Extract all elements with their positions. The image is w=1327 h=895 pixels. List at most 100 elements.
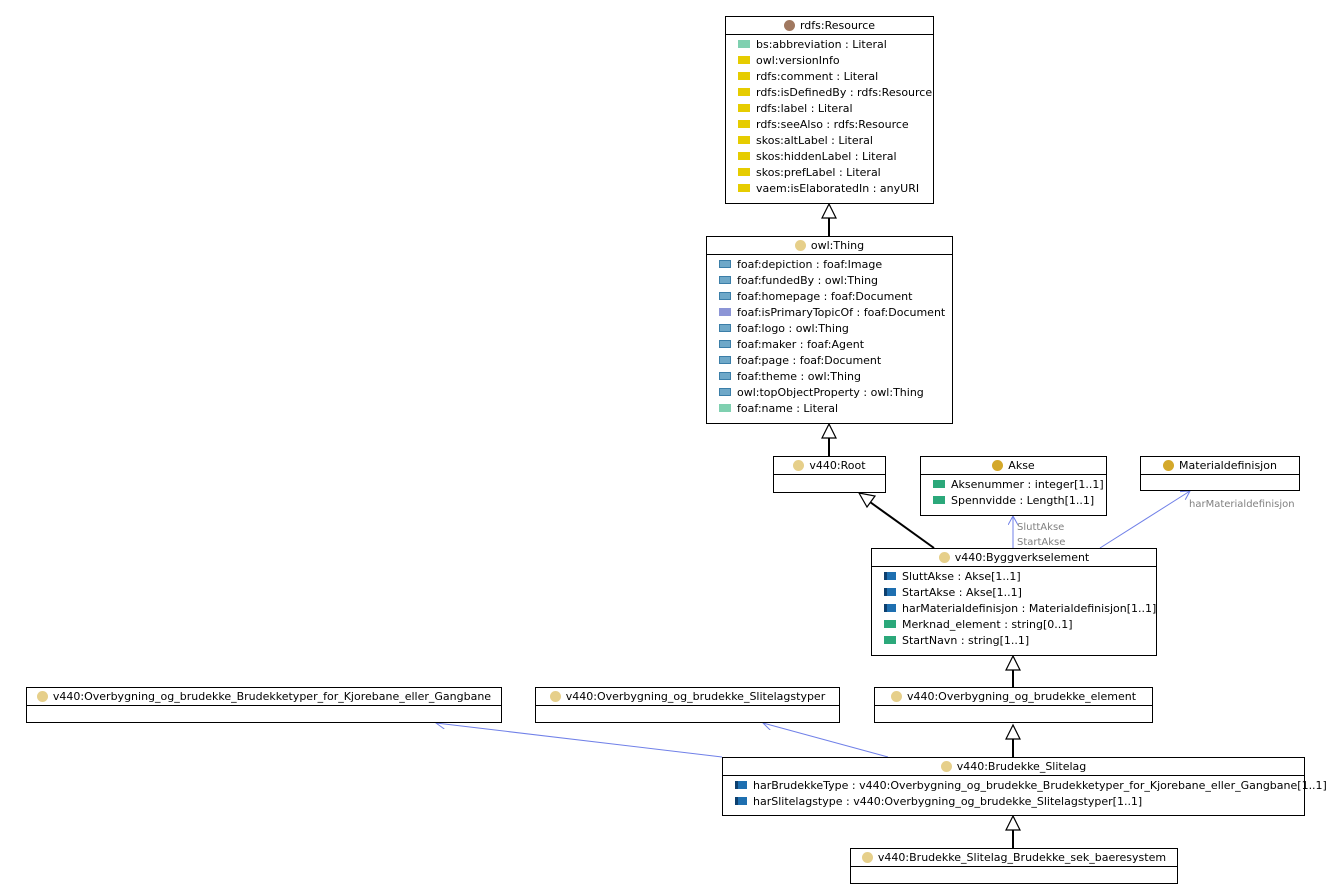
attribute-label: Aksenummer : integer[1..1] bbox=[951, 478, 1104, 491]
class-name: Akse bbox=[1008, 459, 1035, 472]
class-header: v440:Overbygning_og_brudekke_Slitelagsty… bbox=[536, 688, 839, 706]
class-sek-baeresystem[interactable]: v440:Brudekke_Slitelag_Brudekke_sek_baer… bbox=[850, 848, 1178, 884]
attribute-label: harBrudekkeType : v440:Overbygning_og_br… bbox=[753, 779, 1327, 792]
class-header: rdfs:Resource bbox=[726, 17, 933, 35]
attribute-label: bs:abbreviation : Literal bbox=[756, 38, 887, 51]
class-materialdefinisjon[interactable]: Materialdefinisjon bbox=[1140, 456, 1300, 491]
attribute-row[interactable]: foaf:name : Literal bbox=[707, 401, 952, 417]
attribute-row[interactable]: rdfs:label : Literal bbox=[726, 101, 933, 117]
attribute-type-icon bbox=[884, 588, 896, 596]
attribute-list bbox=[851, 867, 1177, 873]
attribute-row[interactable]: rdfs:comment : Literal bbox=[726, 69, 933, 85]
class-header: v440:Root bbox=[774, 457, 885, 475]
attribute-label: owl:topObjectProperty : owl:Thing bbox=[737, 386, 924, 399]
attribute-label: StartAkse : Akse[1..1] bbox=[902, 586, 1022, 599]
attribute-row[interactable]: owl:versionInfo bbox=[726, 53, 933, 69]
attribute-label: StartNavn : string[1..1] bbox=[902, 634, 1030, 647]
attribute-label: foaf:maker : foaf:Agent bbox=[737, 338, 865, 351]
attribute-row[interactable]: Aksenummer : integer[1..1] bbox=[921, 477, 1106, 493]
class-icon bbox=[794, 240, 806, 251]
attribute-list bbox=[875, 706, 1152, 712]
attribute-row[interactable]: foaf:isPrimaryTopicOf : foaf:Document bbox=[707, 305, 952, 321]
attribute-row[interactable]: foaf:page : foaf:Document bbox=[707, 353, 952, 369]
attribute-list bbox=[27, 706, 501, 712]
attribute-type-icon bbox=[884, 620, 896, 628]
class-slitelagstyper[interactable]: v440:Overbygning_og_brudekke_Slitelagsty… bbox=[535, 687, 840, 723]
class-icon bbox=[1163, 460, 1175, 471]
attribute-label: foaf:logo : owl:Thing bbox=[737, 322, 849, 335]
edge-label-start-akse: StartAkse bbox=[1017, 537, 1065, 548]
attribute-row[interactable]: rdfs:isDefinedBy : rdfs:Resource bbox=[726, 85, 933, 101]
attribute-row[interactable]: skos:prefLabel : Literal bbox=[726, 165, 933, 181]
class-icon bbox=[938, 552, 950, 563]
attribute-type-icon bbox=[719, 276, 731, 284]
edge-label-har-materialdefinisjon: harMaterialdefinisjon bbox=[1189, 499, 1295, 510]
attribute-row[interactable]: foaf:fundedBy : owl:Thing bbox=[707, 273, 952, 289]
generalization-root-to-owl-thing bbox=[821, 422, 837, 456]
attribute-type-icon bbox=[738, 72, 750, 80]
attribute-row[interactable]: harSlitelagstype : v440:Overbygning_og_b… bbox=[723, 794, 1304, 810]
attribute-row[interactable]: skos:hiddenLabel : Literal bbox=[726, 149, 933, 165]
class-rdfs-resource[interactable]: rdfs:Resource bs:abbreviation : Literal ow… bbox=[725, 16, 934, 204]
class-name: owl:Thing bbox=[810, 239, 865, 252]
attribute-type-icon bbox=[719, 372, 731, 380]
attribute-row[interactable]: StartAkse : Akse[1..1] bbox=[872, 585, 1156, 601]
class-header: owl:Thing bbox=[707, 237, 952, 255]
class-header: v440:Byggverkselement bbox=[872, 549, 1156, 567]
class-header: Materialdefinisjon bbox=[1141, 457, 1299, 475]
class-icon bbox=[549, 691, 561, 702]
attribute-row[interactable]: Merknad_element : string[0..1] bbox=[872, 617, 1156, 633]
attribute-label: skos:hiddenLabel : Literal bbox=[756, 150, 897, 163]
attribute-type-icon bbox=[719, 404, 731, 412]
class-name: v440:Overbygning_og_brudekke_Slitelagsty… bbox=[565, 690, 826, 703]
attribute-row[interactable]: SluttAkse : Akse[1..1] bbox=[872, 569, 1156, 585]
attribute-type-icon bbox=[884, 604, 896, 612]
attribute-row[interactable]: vaem:isElaboratedIn : anyURI bbox=[726, 181, 933, 197]
class-name: v440:Overbygning_og_brudekke_element bbox=[906, 690, 1137, 703]
attribute-row[interactable]: skos:altLabel : Literal bbox=[726, 133, 933, 149]
attribute-type-icon bbox=[719, 356, 731, 364]
attribute-row[interactable]: foaf:maker : foaf:Agent bbox=[707, 337, 952, 353]
attribute-type-icon bbox=[738, 88, 750, 96]
attribute-label: foaf:name : Literal bbox=[737, 402, 839, 415]
attribute-row[interactable]: Spennvidde : Length[1..1] bbox=[921, 493, 1106, 509]
attribute-type-icon bbox=[738, 168, 750, 176]
attribute-row[interactable]: bs:abbreviation : Literal bbox=[726, 37, 933, 53]
class-icon bbox=[36, 691, 48, 702]
attribute-row[interactable]: StartNavn : string[1..1] bbox=[872, 633, 1156, 649]
attribute-row[interactable]: foaf:theme : owl:Thing bbox=[707, 369, 952, 385]
class-icon bbox=[940, 761, 952, 772]
attribute-type-icon bbox=[738, 136, 750, 144]
class-name: v440:Overbygning_og_brudekke_Brudekketyp… bbox=[52, 690, 492, 703]
attribute-row[interactable]: owl:topObjectProperty : owl:Thing bbox=[707, 385, 952, 401]
attribute-label: SluttAkse : Akse[1..1] bbox=[902, 570, 1021, 583]
attribute-label: harMaterialdefinisjon : Materialdefinisj… bbox=[902, 602, 1157, 615]
class-brudekketyper[interactable]: v440:Overbygning_og_brudekke_Brudekketyp… bbox=[26, 687, 502, 723]
attribute-row[interactable]: foaf:depiction : foaf:Image bbox=[707, 257, 952, 273]
class-name: v440:Byggverkselement bbox=[954, 551, 1090, 564]
attribute-row[interactable]: rdfs:seeAlso : rdfs:Resource bbox=[726, 117, 933, 133]
attribute-type-icon bbox=[933, 480, 945, 488]
class-icon bbox=[783, 20, 795, 31]
class-icon bbox=[992, 460, 1004, 471]
attribute-list: bs:abbreviation : Literal owl:versionInfo… bbox=[726, 35, 933, 201]
attribute-row[interactable]: foaf:homepage : foaf:Document bbox=[707, 289, 952, 305]
attribute-label: skos:altLabel : Literal bbox=[756, 134, 873, 147]
attribute-type-icon bbox=[738, 120, 750, 128]
attribute-type-icon bbox=[719, 324, 731, 332]
attribute-row[interactable]: harBrudekkeType : v440:Overbygning_og_br… bbox=[723, 778, 1327, 794]
class-name: v440:Brudekke_Slitelag_Brudekke_sek_baer… bbox=[877, 851, 1167, 864]
attribute-label: harSlitelagstype : v440:Overbygning_og_b… bbox=[753, 795, 1143, 808]
class-v440-root[interactable]: v440:Root bbox=[773, 456, 886, 493]
attribute-row[interactable]: harMaterialdefinisjon : Materialdefinisj… bbox=[872, 601, 1156, 617]
attribute-row[interactable]: foaf:logo : owl:Thing bbox=[707, 321, 952, 337]
class-ob-element[interactable]: v440:Overbygning_og_brudekke_element bbox=[874, 687, 1153, 723]
attribute-list bbox=[774, 475, 885, 481]
attribute-type-icon bbox=[735, 797, 747, 805]
generalization-owl-thing-to-rdfs-resource bbox=[821, 202, 837, 236]
attribute-label: rdfs:comment : Literal bbox=[756, 70, 879, 83]
